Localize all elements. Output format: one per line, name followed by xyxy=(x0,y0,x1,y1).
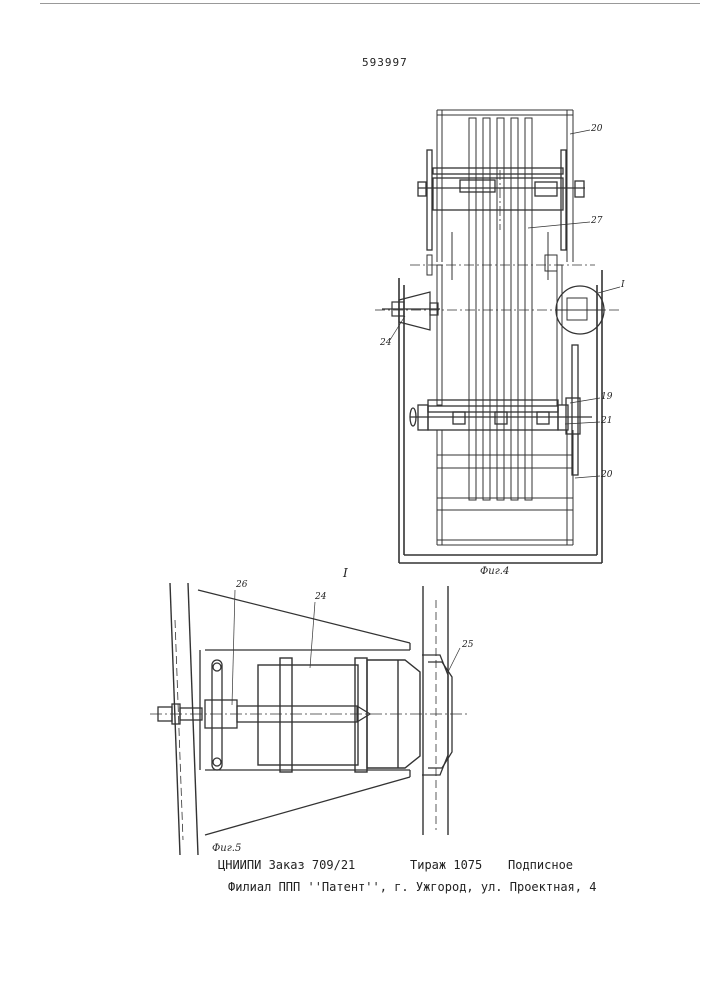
detail-I-circle xyxy=(555,286,605,334)
label-20-bottom: 20 xyxy=(601,470,612,480)
figure-4-caption: Фиг.4 xyxy=(480,566,509,577)
footer-order: ЦНИИПИ Заказ 709/21 xyxy=(218,858,355,872)
label-20-top: 20 xyxy=(591,124,602,134)
footer-subscription: Подписное xyxy=(508,858,573,872)
footer-branch: Филиал ППП ''Патент'', г. Ужгород, ул. П… xyxy=(228,880,596,894)
label-25: 25 xyxy=(462,640,473,650)
figure-5-drawing xyxy=(150,583,470,855)
figure-4-drawing xyxy=(375,110,620,563)
label-I: I xyxy=(621,280,625,290)
left-bracket-24 xyxy=(382,292,440,330)
label-24-fig5: 24 xyxy=(315,592,326,602)
upper-frame xyxy=(437,110,573,262)
lower-slats xyxy=(437,430,573,545)
label-24-fig4: 24 xyxy=(380,338,391,348)
middle-side-plates xyxy=(427,232,562,405)
screw-shaft xyxy=(150,700,470,728)
label-27: 27 xyxy=(591,216,602,226)
right-beam xyxy=(423,586,448,835)
body-24 xyxy=(258,658,420,772)
label-19: 19 xyxy=(601,392,612,402)
bracket-25 xyxy=(422,655,452,775)
footer-circulation: Тираж 1075 xyxy=(410,858,482,872)
label-21: 21 xyxy=(601,416,612,426)
label-26: 26 xyxy=(236,580,247,590)
triangular-bracket xyxy=(198,590,410,835)
left-beam xyxy=(170,583,198,855)
vertical-bars xyxy=(469,118,532,500)
crank-handle xyxy=(212,660,222,770)
detail-mark-I: I xyxy=(343,566,348,580)
figure-5-caption: Фиг.5 xyxy=(212,843,241,854)
upper-side-plates xyxy=(418,150,585,250)
